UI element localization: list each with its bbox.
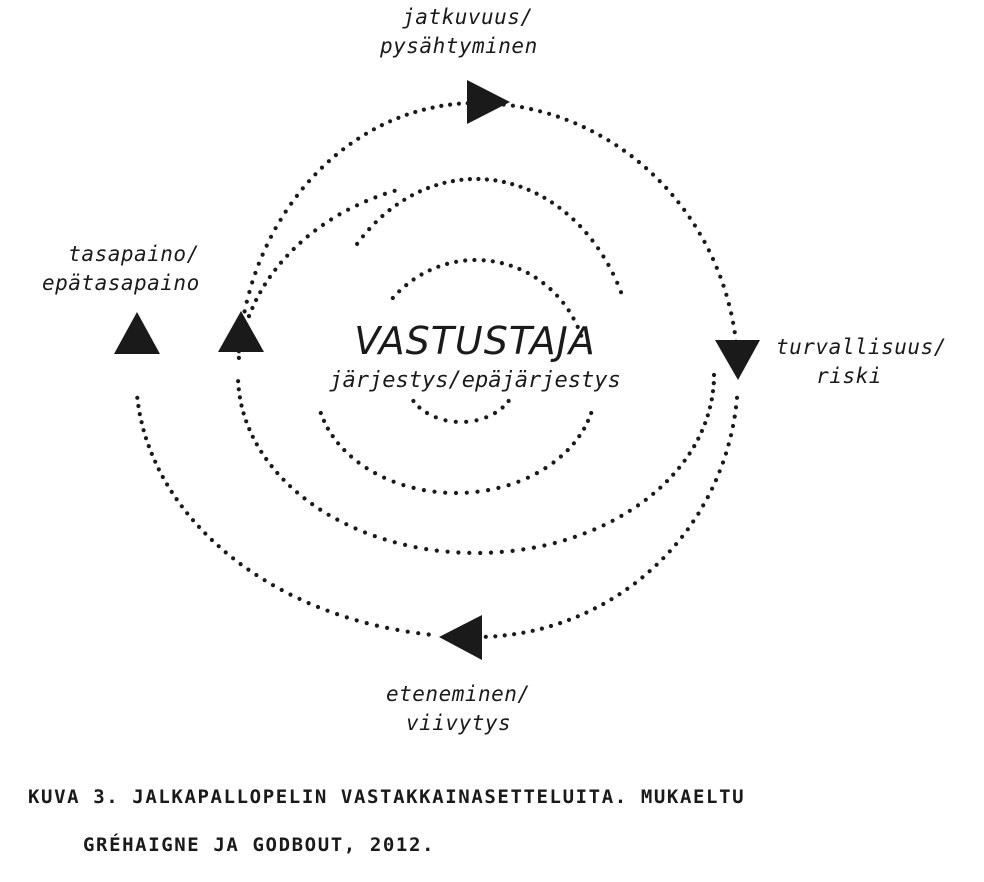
label-left: tasapaino/ epätasapaino: [42, 240, 200, 298]
label-top-line1: jatkuvuus/: [402, 5, 534, 29]
inner-arc-top: [355, 176, 624, 295]
label-right: turvallisuus/ riski: [776, 333, 947, 391]
caption-line-2: GRÉHAIGNE JA GODBOUT, 2012.: [83, 834, 436, 856]
bottom-arrow-icon: [439, 615, 482, 660]
top-arrow-icon: [467, 80, 510, 124]
figure-caption: KUVA 3. JALKAPALLOPELIN VASTAKKAINASETTE…: [28, 786, 745, 856]
label-top-line2: pysähtyminen: [380, 34, 538, 58]
label-bottom: eteneminen/ viivytys: [386, 680, 531, 738]
outer-arc-left-top: [236, 101, 470, 354]
label-right-line2: riski: [816, 364, 882, 388]
core-arc-bottom: [318, 410, 594, 496]
label-top: jatkuvuus/ pysähtyminen: [380, 3, 538, 61]
core-arc-top: [390, 257, 584, 338]
center-title: VASTUSTAJA: [354, 319, 596, 363]
right-arrow-icon: [715, 340, 760, 380]
spiral-diagram: [114, 80, 760, 660]
label-left-line1: tasapaino/: [68, 242, 200, 266]
inner-arc-lower: [236, 372, 717, 556]
left-inner-arrow-icon: [218, 311, 264, 352]
label-left-line2: epätasapaino: [42, 271, 200, 295]
core-arc-center: [411, 398, 511, 424]
label-bottom-line2: viivytys: [406, 711, 512, 735]
label-bottom-line1: eteneminen/: [386, 682, 531, 706]
label-right-line1: turvallisuus/: [776, 335, 947, 359]
left-outer-arrow-icon: [114, 312, 160, 354]
center-subtitle: järjestys/epäjärjestys: [329, 368, 621, 393]
caption-line-1: KUVA 3. JALKAPALLOPELIN VASTAKKAINASETTE…: [28, 786, 746, 808]
dotted-spiral-paths: [135, 100, 740, 640]
outer-arc-bottom-left: [135, 395, 431, 637]
outer-arc-top-right: [473, 100, 740, 354]
outer-arc-right-bottom: [464, 395, 740, 640]
